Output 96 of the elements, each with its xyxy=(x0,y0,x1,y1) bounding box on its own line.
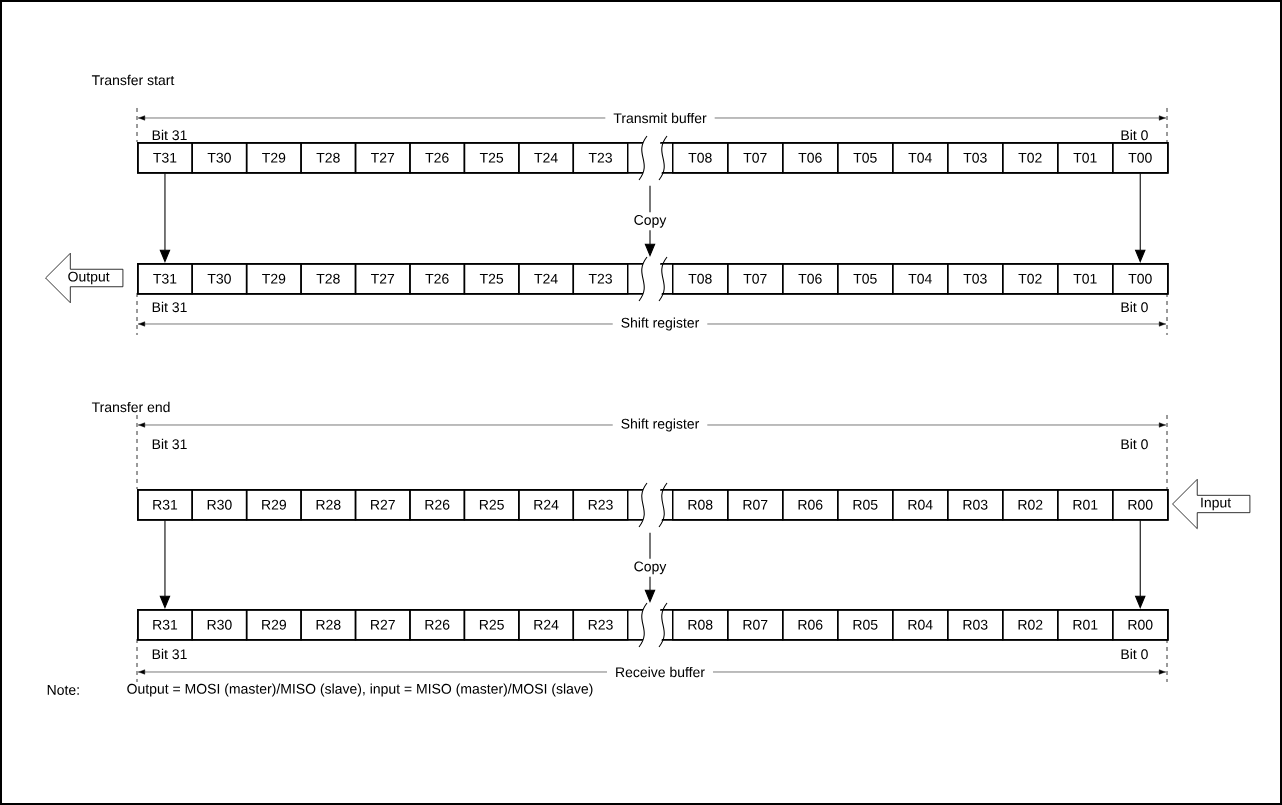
text-label: Receive buffer xyxy=(607,662,713,682)
register-cell: R29 xyxy=(245,609,302,641)
text-label: Bit 0 xyxy=(1121,648,1148,660)
register-cell: R02 xyxy=(1002,489,1059,521)
edge-label: Copy xyxy=(631,558,669,577)
register-cell: R25 xyxy=(463,609,520,641)
register-cell: R05 xyxy=(837,489,894,521)
shift-register-bar xyxy=(137,609,1169,641)
register-cell: R03 xyxy=(947,489,1004,521)
register-cell: T24 xyxy=(518,142,575,174)
register-cell: T26 xyxy=(409,263,466,295)
register-cell: T29 xyxy=(245,263,302,295)
register-cell: T02 xyxy=(1002,142,1059,174)
register-cell: T02 xyxy=(1002,263,1059,295)
register-cell: T06 xyxy=(782,142,839,174)
register-cell: R23 xyxy=(572,489,629,521)
register-cell: T25 xyxy=(463,142,520,174)
register-cell: R26 xyxy=(409,489,466,521)
register-cell: T00 xyxy=(1112,263,1169,295)
register-cell: R30 xyxy=(191,489,248,521)
register-cell: R07 xyxy=(727,609,784,641)
text-label: Bit 0 xyxy=(1121,301,1148,313)
shift-register-bar xyxy=(137,263,1169,295)
text-label: Bit 31 xyxy=(152,438,187,450)
register-cell: T00 xyxy=(1112,142,1169,174)
text-label: Note: xyxy=(47,685,79,695)
register-cell: R02 xyxy=(1002,609,1059,641)
register-cell: R23 xyxy=(572,609,629,641)
register-cell: R04 xyxy=(892,489,949,521)
text-label: Transfer start xyxy=(91,74,175,86)
register-cell: R27 xyxy=(354,609,411,641)
register-cell: T03 xyxy=(947,263,1004,295)
edge-label: Copy xyxy=(631,212,669,231)
register-cell: T08 xyxy=(672,263,729,295)
register-cell: T31 xyxy=(137,142,193,174)
register-cell: T05 xyxy=(837,142,894,174)
register-cell: T01 xyxy=(1057,142,1114,174)
text-label: Shift register xyxy=(612,313,708,335)
register-cell: T30 xyxy=(191,142,248,174)
register-cell: T30 xyxy=(191,263,248,295)
register-cell: T03 xyxy=(947,142,1004,174)
register-cell: R30 xyxy=(191,609,248,641)
register-cell: T06 xyxy=(782,263,839,295)
register-cell: R07 xyxy=(727,489,784,521)
text-label: Bit 31 xyxy=(152,301,187,313)
register-cell: R05 xyxy=(837,609,894,641)
register-cell: T28 xyxy=(300,263,357,295)
register-cell: R25 xyxy=(463,489,520,521)
shift-register-bar xyxy=(137,142,1169,174)
register-cell: R31 xyxy=(137,609,193,641)
register-cell: T24 xyxy=(518,263,575,295)
register-cell: T04 xyxy=(892,142,949,174)
register-cell: R24 xyxy=(518,489,575,521)
register-cell: R06 xyxy=(782,489,839,521)
register-cell: T23 xyxy=(572,263,629,295)
register-cell: R24 xyxy=(518,609,575,641)
text-label: Bit 0 xyxy=(1121,438,1148,450)
text-label: Transfer end xyxy=(91,401,170,413)
register-cell: T07 xyxy=(727,263,784,295)
register-cell: R31 xyxy=(137,489,193,521)
register-cell: T04 xyxy=(892,263,949,295)
register-cell: T08 xyxy=(672,142,729,174)
register-cell: R26 xyxy=(409,609,466,641)
text-label: Bit 0 xyxy=(1121,129,1148,141)
register-cell: T07 xyxy=(727,142,784,174)
register-cell: R00 xyxy=(1112,489,1169,521)
register-cell: R01 xyxy=(1057,609,1114,641)
register-cell: T23 xyxy=(572,142,629,174)
register-cell: R00 xyxy=(1112,609,1169,641)
register-cell: T05 xyxy=(837,263,894,295)
register-cell: R03 xyxy=(947,609,1004,641)
register-cell: T28 xyxy=(300,142,357,174)
register-cell: R08 xyxy=(672,609,729,641)
text-label: Shift register xyxy=(612,414,708,436)
register-cell: T01 xyxy=(1057,263,1114,295)
register-cell: R01 xyxy=(1057,489,1114,521)
text-label: Bit 31 xyxy=(152,648,187,660)
register-cell: R06 xyxy=(782,609,839,641)
register-cell: T26 xyxy=(409,142,466,174)
register-cell: R04 xyxy=(892,609,949,641)
register-cell: T27 xyxy=(354,263,411,295)
arrow xyxy=(159,172,171,263)
arrow xyxy=(159,519,171,609)
register-cell: T27 xyxy=(354,142,411,174)
register-cell: T31 xyxy=(137,263,193,295)
register-cell: R27 xyxy=(354,489,411,521)
register-cell: R28 xyxy=(300,489,357,521)
register-cell: R29 xyxy=(245,489,302,521)
register-cell: R08 xyxy=(672,489,729,521)
register-cell: R28 xyxy=(300,609,357,641)
text-label: Bit 31 xyxy=(152,129,187,141)
register-cell: T29 xyxy=(245,142,302,174)
register-cell: T25 xyxy=(463,263,520,295)
shift-register-bar xyxy=(137,489,1169,521)
text-label: Transmit buffer xyxy=(605,108,715,128)
text-label: Output = MOSI (master)/MISO (slave), input = MISO (master)/MOSI (slave) xyxy=(127,683,593,697)
